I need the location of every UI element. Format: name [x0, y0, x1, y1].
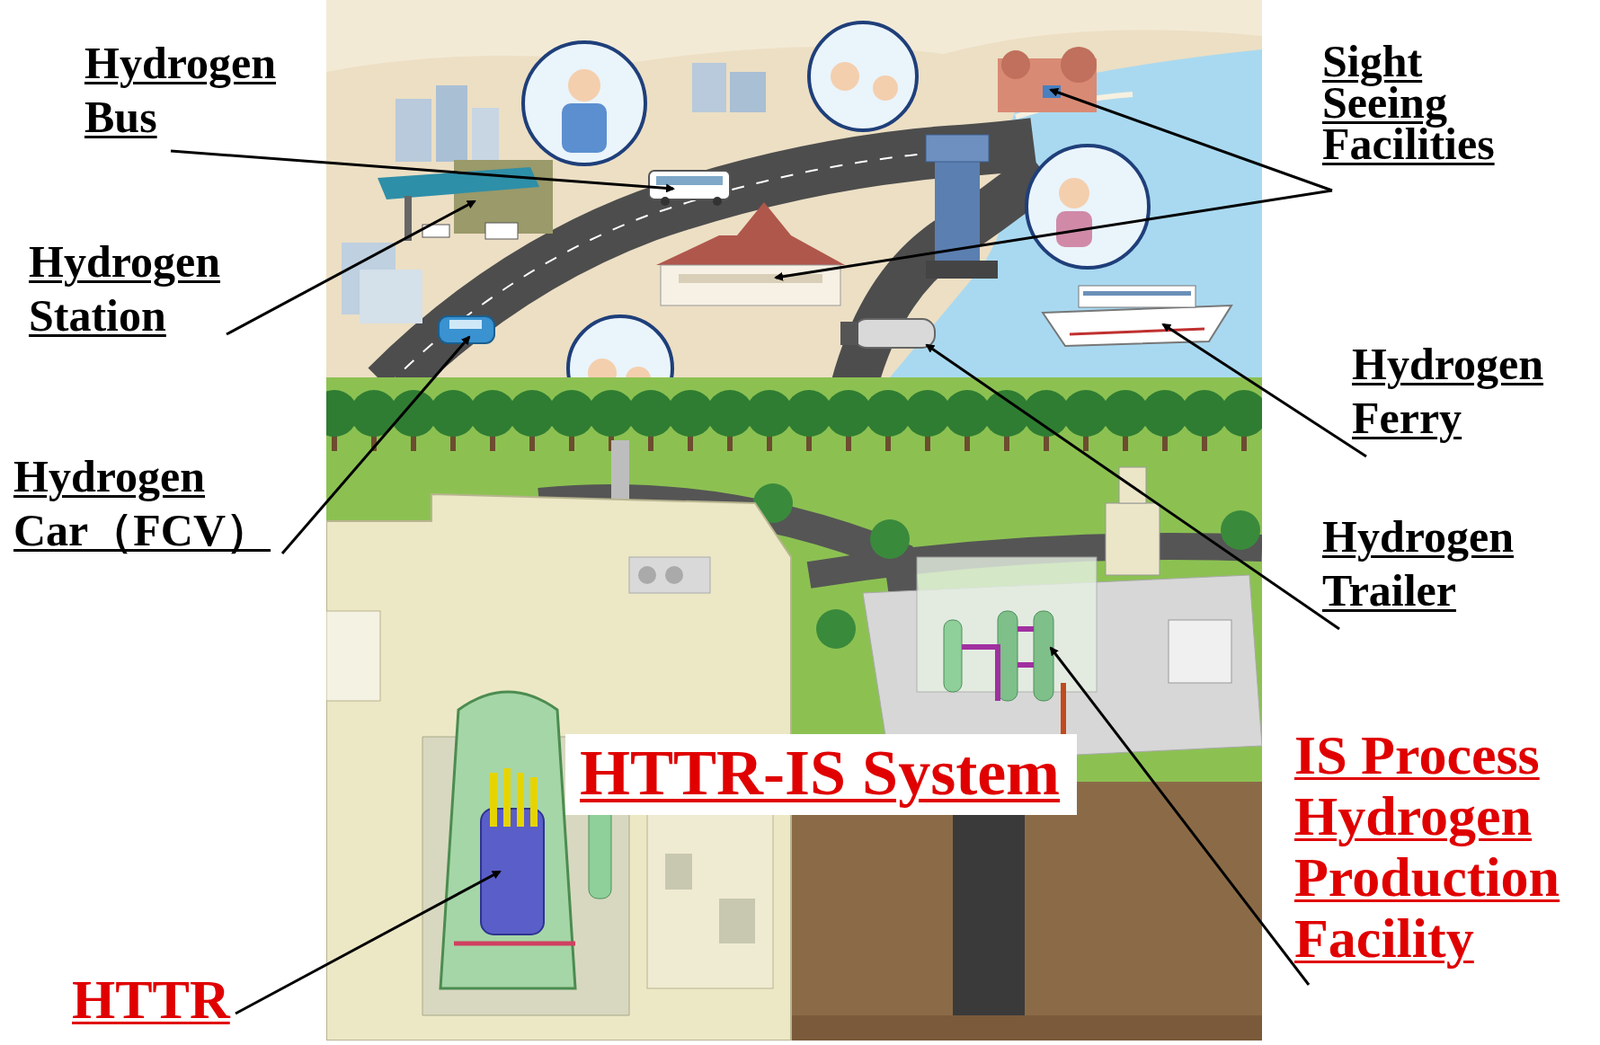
scene-circles-part [561, 103, 607, 153]
reactor-building-part [503, 768, 511, 827]
tower-part [925, 260, 998, 279]
leader-lines-part [235, 871, 500, 1014]
is-plant-part [997, 611, 1018, 702]
reactor-building-part [629, 557, 711, 594]
sightseeing-building-part [737, 202, 792, 236]
reactor-building-part [638, 566, 657, 585]
hydrogen-car-part [449, 320, 482, 329]
trees-part [1220, 510, 1261, 551]
leader-lines-part [1050, 89, 1333, 191]
hydrogen-ferry-part [1042, 305, 1232, 347]
is-plant-part [1105, 503, 1160, 576]
scene-circles-part [523, 42, 646, 165]
part-label: Hydrogen Station [28, 234, 245, 343]
part-label: Hydrogen Ferry [1351, 337, 1568, 445]
hydrogen-station-part [485, 222, 518, 240]
hydrogen-bus-part [712, 196, 722, 206]
leader-lines [170, 89, 1367, 1014]
sightseeing-building-part [678, 274, 823, 284]
scene-circles-part [568, 69, 601, 102]
seaside-building [997, 46, 1097, 113]
sightseeing-building [656, 202, 845, 306]
is-plant-part [1060, 683, 1067, 738]
city-buildings-part [359, 269, 423, 324]
part-label: Hydrogen Car（FCV） [13, 449, 284, 558]
scene-circles-part [1026, 145, 1149, 268]
reactor-building-part [719, 898, 756, 944]
scene-circles-part [830, 62, 860, 91]
is-plant-part [1033, 611, 1054, 702]
sightseeing-building-part [656, 235, 845, 266]
leader-lines-part [282, 337, 470, 554]
hydrogen-ferry-part [1083, 291, 1192, 296]
part-label: Hydrogen Bus [84, 35, 301, 144]
seaside-building-part [1001, 50, 1031, 80]
leader-lines-part [926, 345, 1340, 630]
town-area-part [326, 0, 1263, 72]
reactor-building-part [326, 611, 381, 702]
leader-lines-part [775, 190, 1333, 278]
hydrogen-bus-part [656, 176, 723, 186]
reactor-building-part [440, 692, 576, 989]
hydrogen-ferry-part [1078, 285, 1196, 308]
is-plant-part [961, 629, 1034, 702]
part-label: HTTR [71, 968, 270, 1031]
reactor-building-part [489, 773, 498, 827]
scene-circles [523, 22, 1149, 421]
leader-lines-part [226, 201, 475, 335]
scene [326, 0, 1263, 1041]
scene-circles-part [872, 75, 898, 101]
hydrogen-ferry-part [1069, 328, 1205, 335]
trees-part [870, 519, 910, 560]
trees-part [816, 609, 856, 649]
system-title-box: HTTR-IS System [565, 734, 1077, 816]
leader-lines-part [1163, 324, 1367, 457]
box-title: HTTR-IS System [579, 737, 1063, 809]
is-plant-part [1168, 620, 1232, 684]
is-plant [862, 467, 1263, 765]
hydrogen-bus-part [648, 170, 730, 200]
ground-part [952, 791, 1025, 1016]
tower-part [925, 134, 989, 162]
reactor-building-part [647, 808, 774, 989]
trees-part [1220, 390, 1263, 437]
part-label: IS Process Hydrogen Production Facility [1294, 724, 1583, 969]
city-buildings-part [729, 71, 766, 113]
ground-part [791, 782, 1263, 1041]
scene-circles-part [808, 22, 917, 131]
city-buildings-part [435, 85, 468, 162]
leader-lines-part [170, 151, 674, 189]
leader-lines-part [1050, 648, 1309, 986]
reactor-building-part [665, 853, 693, 890]
hydrogen-ferry [1042, 285, 1232, 347]
seaside-building-part [1060, 46, 1097, 83]
reactor-building-part [480, 808, 544, 935]
hydrogen-bus-part [660, 196, 670, 206]
city-buildings-part [471, 107, 499, 162]
reactor-building-part [516, 773, 525, 827]
tower [925, 134, 998, 279]
part-label: Hydrogen Trailer [1322, 509, 1538, 618]
reactor-building-part [530, 777, 538, 827]
city-buildings-part [692, 62, 727, 113]
scene-circles-part [1058, 177, 1090, 209]
hydrogen-trailer [840, 319, 935, 348]
reactor-building-part [453, 942, 576, 947]
hydrogen-trailer-part [853, 319, 935, 348]
is-plant-part [943, 620, 962, 693]
city-buildings-part [395, 98, 432, 162]
reactor-building-part [665, 566, 684, 585]
hydrogen-trailer-part [840, 321, 859, 346]
part-label: Sight Seeing Facilities [1322, 40, 1520, 165]
